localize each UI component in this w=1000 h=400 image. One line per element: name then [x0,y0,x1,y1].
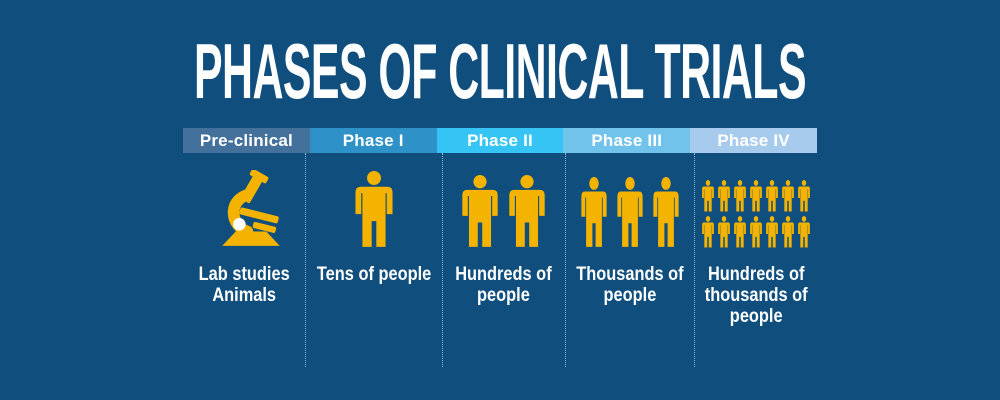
page-title: PHASES OF CLINICAL TRIALS [194,28,807,108]
column-phase-4: Hundreds of thousands of people [695,153,817,367]
phase-header-phase-3: Phase III [563,128,691,153]
phase-header-label: Phase III [591,130,663,150]
person-icon [781,180,794,212]
person-row [579,177,681,248]
person-icon [797,180,810,212]
person-icon [462,175,499,247]
people-group [701,180,811,248]
label-line: Hundreds of [455,263,553,285]
person-row [352,171,396,248]
column-label: Lab studies Animals [198,264,289,306]
icon-area [352,170,396,248]
person-icon [765,216,778,248]
person-icon [781,216,794,248]
people-group [352,171,396,248]
person-icon [355,171,393,247]
column-label: Hundreds of people [456,264,552,306]
column-label: Tens of people [317,264,431,285]
phase-header-label: Phase I [342,130,404,150]
label-line: Animals [212,284,276,306]
person-icon [749,216,762,248]
icon-area [701,170,811,248]
phase-header-phase-2: Phase II [436,128,564,153]
column-label: Hundreds of thousands of people [704,264,807,327]
label-line: people [603,284,657,306]
person-icon [581,177,607,247]
person-icon [717,216,730,248]
label-line: Tens of people [316,263,432,285]
phase-header-label: Phase IV [717,130,790,150]
column-phase-2: Hundreds of people [443,153,566,367]
phase-header-label: Pre-clinical [199,130,293,150]
person-icon [797,216,810,248]
people-group [579,177,681,248]
person-icon [701,216,714,248]
label-line: people [477,284,531,306]
phase-header-label: Phase II [467,130,533,150]
person-icon [717,180,730,212]
people-group [459,175,548,248]
label-line: thousands of [704,284,808,306]
column-label: Thousands of people [576,264,683,306]
label-line: Thousands of [575,263,684,285]
person-icon [733,216,746,248]
phase-header-row: Pre-clinical Phase I Phase II Phase III … [183,128,817,153]
microscope-icon [222,170,280,246]
person-icon [617,177,643,247]
column-phase-1: Tens of people [306,153,443,367]
person-icon [653,177,679,247]
person-icon [733,180,746,212]
person-row [701,216,811,248]
icon-area [459,170,548,248]
phase-header-pre-clinical: Pre-clinical [183,128,310,153]
person-row [701,180,811,212]
label-line: Hundreds of [707,263,805,285]
icon-area [201,170,287,248]
phase-columns: Lab studies Animals Tens of people Hundr… [183,153,817,367]
icon-area [579,170,681,248]
person-icon [749,180,762,212]
column-phase-3: Thousands of people [566,153,695,367]
person-icon [509,175,546,247]
phase-header-phase-1: Phase I [309,128,437,153]
person-row [459,175,548,248]
page-title-text: PHASES OF CLINICAL TRIALS [194,28,806,108]
label-line: people [729,305,783,327]
column-pre-clinical: Lab studies Animals [183,153,306,367]
label-line: Lab studies [198,263,290,285]
person-icon [701,180,714,212]
person-icon [765,180,778,212]
phase-header-phase-4: Phase IV [690,128,817,153]
